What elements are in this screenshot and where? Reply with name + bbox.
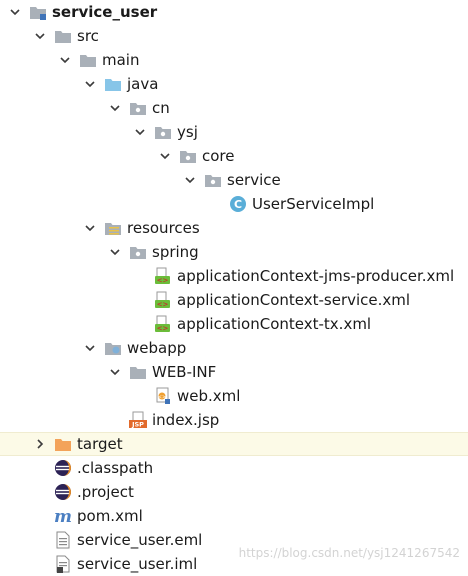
tree-item-label: target <box>77 435 123 453</box>
tree-row[interactable]: service_user.iml <box>0 552 468 576</box>
spring-xml-icon: <> <box>154 267 172 285</box>
tree-item-label: applicationContext-service.xml <box>177 291 411 309</box>
tree-row[interactable]: <> applicationContext-jms-producer.xml <box>0 264 468 288</box>
tree-item-label: UserServiceImpl <box>252 195 375 213</box>
eclipse-icon <box>54 459 72 477</box>
chevron-down-icon[interactable] <box>183 168 197 192</box>
tree-row[interactable]: cn <box>0 96 468 120</box>
tree-item-label: spring <box>152 243 199 261</box>
tree-row[interactable]: .project <box>0 480 468 504</box>
tree-row[interactable]: service_user.eml <box>0 528 468 552</box>
web-folder-icon <box>104 339 122 357</box>
tree-item-label: index.jsp <box>152 411 220 429</box>
tree-item-label: pom.xml <box>77 507 143 525</box>
tree-row[interactable]: service_user <box>0 0 468 24</box>
tree-item-label: web.xml <box>177 387 241 405</box>
svg-text:<>: <> <box>157 301 169 309</box>
tree-item-label: ysj <box>177 123 198 141</box>
tree-row[interactable]: WEB-INF <box>0 360 468 384</box>
chevron-right-icon[interactable] <box>33 432 47 456</box>
tree-item-label: applicationContext-jms-producer.xml <box>177 267 455 285</box>
tree-item-label: applicationContext-tx.xml <box>177 315 372 333</box>
package-icon <box>129 243 147 261</box>
chevron-down-icon[interactable] <box>108 360 122 384</box>
chevron-down-icon[interactable] <box>158 144 172 168</box>
tree-row[interactable]: webapp <box>0 336 468 360</box>
tree-row[interactable]: service <box>0 168 468 192</box>
spring-xml-icon: <> <box>154 291 172 309</box>
tree-row[interactable]: ysj <box>0 120 468 144</box>
tree-row[interactable]: resources <box>0 216 468 240</box>
svg-text:<>: <> <box>158 395 166 401</box>
tree-row[interactable]: src <box>0 24 468 48</box>
source-folder-icon <box>104 75 122 93</box>
chevron-down-icon[interactable] <box>83 336 97 360</box>
tree-item-label: WEB-INF <box>152 363 217 381</box>
web-xml-icon: <> <box>154 387 172 405</box>
tree-row[interactable]: m pom.xml <box>0 504 468 528</box>
tree-item-label: service_user <box>52 3 158 21</box>
resources-folder-icon <box>104 219 122 237</box>
package-icon <box>204 171 222 189</box>
tree-item-label: resources <box>127 219 200 237</box>
package-icon <box>154 123 172 141</box>
tree-item-label: webapp <box>127 339 187 357</box>
chevron-down-icon[interactable] <box>133 120 147 144</box>
tree-row[interactable]: target <box>0 432 468 456</box>
text-file-icon <box>54 531 72 549</box>
package-icon <box>129 99 147 117</box>
tree-row[interactable]: core <box>0 144 468 168</box>
chevron-down-icon[interactable] <box>108 96 122 120</box>
chevron-down-icon[interactable] <box>108 240 122 264</box>
chevron-down-icon[interactable] <box>8 0 22 24</box>
svg-text:<>: <> <box>157 325 169 333</box>
folder-icon <box>129 363 147 381</box>
tree-item-label: src <box>77 27 99 45</box>
svg-text:JSP: JSP <box>131 421 144 429</box>
tree-item-label: cn <box>152 99 170 117</box>
folder-icon <box>79 51 97 69</box>
tree-item-label: service_user.eml <box>77 531 203 549</box>
excluded-folder-icon <box>54 435 72 453</box>
svg-text:m: m <box>54 507 72 525</box>
tree-row[interactable]: JSP index.jsp <box>0 408 468 432</box>
folder-icon <box>54 27 72 45</box>
chevron-down-icon[interactable] <box>83 216 97 240</box>
tree-row[interactable]: <> web.xml <box>0 384 468 408</box>
tree-item-label: service <box>227 171 281 189</box>
tree-item-label: .project <box>77 483 134 501</box>
tree-item-label: .classpath <box>77 459 154 477</box>
maven-icon: m <box>54 507 72 525</box>
tree-row[interactable]: .classpath <box>0 456 468 480</box>
tree-row[interactable]: <> applicationContext-service.xml <box>0 288 468 312</box>
tree-item-label: service_user.iml <box>77 555 198 573</box>
tree-row[interactable]: C UserServiceImpl <box>0 192 468 216</box>
chevron-down-icon[interactable] <box>83 72 97 96</box>
tree-item-label: java <box>127 75 159 93</box>
jsp-icon: JSP <box>129 411 147 429</box>
java-class-icon: C <box>229 195 247 213</box>
svg-text:<>: <> <box>157 277 169 285</box>
tree-item-label: core <box>202 147 235 165</box>
module-file-icon <box>54 555 72 573</box>
package-icon <box>179 147 197 165</box>
svg-text:C: C <box>234 198 242 211</box>
tree-row[interactable]: spring <box>0 240 468 264</box>
spring-xml-icon: <> <box>154 315 172 333</box>
tree-row[interactable]: <> applicationContext-tx.xml <box>0 312 468 336</box>
watermark: https://blog.csdn.net/ysj1241267542 <box>238 546 460 560</box>
tree-row[interactable]: java <box>0 72 468 96</box>
chevron-down-icon[interactable] <box>58 48 72 72</box>
tree-item-label: main <box>102 51 140 69</box>
chevron-down-icon[interactable] <box>33 24 47 48</box>
eclipse-icon <box>54 483 72 501</box>
module-folder-icon <box>29 3 47 21</box>
tree-row[interactable]: main <box>0 48 468 72</box>
